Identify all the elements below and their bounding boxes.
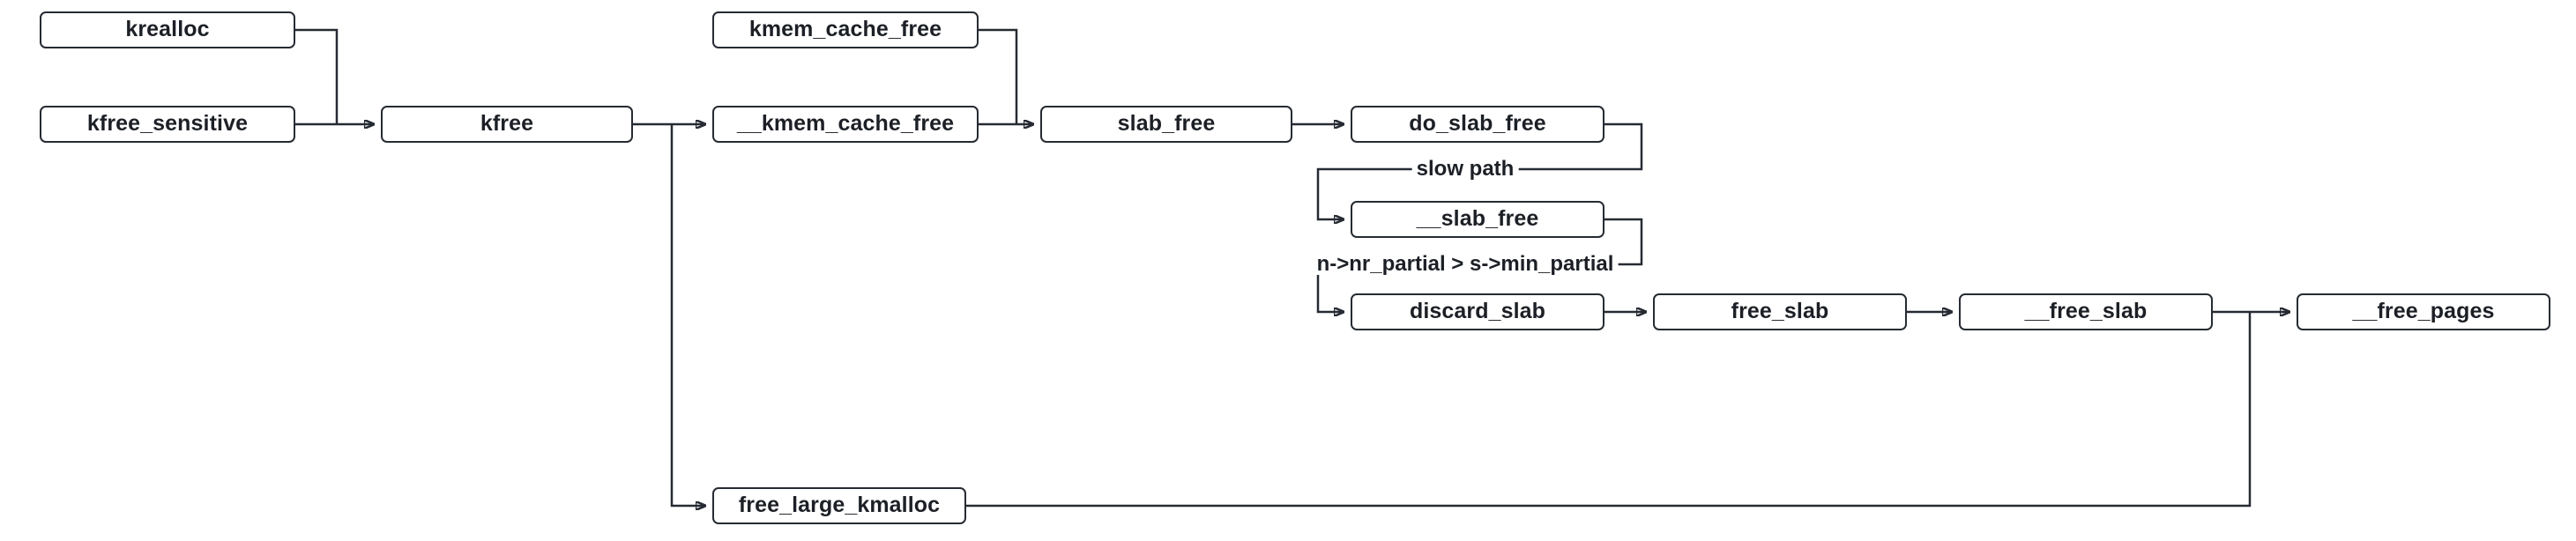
node-krealloc-label: krealloc	[125, 17, 210, 41]
node-free-slab[interactable]: free_slab	[1653, 293, 1907, 330]
edge-free-slab-internal-to-free-large-kmalloc	[966, 312, 2252, 508]
node-slab-free[interactable]: slab_free	[1040, 106, 1292, 143]
edge-kfree-to-free-large-kmalloc	[670, 124, 705, 506]
node-kfree-sensitive[interactable]: kfree_sensitive	[40, 106, 295, 143]
node-kfree[interactable]: kfree	[381, 106, 633, 143]
node-free-slab-label: free_slab	[1731, 299, 1829, 323]
node-free-large-kmalloc-label: free_large_kmalloc	[738, 493, 941, 517]
node-kmem-cache-free-label: kmem_cache_free	[748, 17, 942, 41]
node-discard-slab-label: discard_slab	[1409, 299, 1546, 323]
node-free-slab-internal-label: __free_slab	[2024, 299, 2148, 323]
node-free-slab-internal[interactable]: __free_slab	[1959, 293, 2213, 330]
edge-label-nr-partial-text: n->nr_partial > s->min_partial	[1316, 252, 1614, 276]
edge-krealloc-to-kfree	[295, 28, 339, 124]
node-kmem-cache-free[interactable]: kmem_cache_free	[712, 11, 979, 48]
node-kfree-label: kfree	[480, 111, 534, 136]
node-do-slab-free-label: do_slab_free	[1409, 111, 1546, 136]
node-kmem-cache-free-internal[interactable]: __kmem_cache_free	[712, 106, 979, 143]
node-free-pages-label: __free_pages	[2352, 299, 2495, 323]
node-free-pages[interactable]: __free_pages	[2297, 293, 2550, 330]
node-slab-free-internal[interactable]: __slab_free	[1351, 201, 1604, 238]
node-slab-free-internal-label: __slab_free	[1416, 206, 1539, 231]
node-free-large-kmalloc[interactable]: free_large_kmalloc	[712, 487, 966, 524]
node-kfree-sensitive-label: kfree_sensitive	[86, 111, 249, 136]
edge-label-slow-path-text: slow path	[1416, 157, 1515, 181]
node-slab-free-label: slab_free	[1117, 111, 1216, 136]
node-kmem-cache-free-internal-label: __kmem_cache_free	[736, 111, 955, 136]
node-discard-slab[interactable]: discard_slab	[1351, 293, 1604, 330]
edge-label-slow-path: slow path	[1411, 157, 1519, 181]
node-krealloc[interactable]: krealloc	[40, 11, 295, 48]
edge-label-nr-partial: n->nr_partial > s->min_partial	[1312, 252, 1619, 276]
edge-kmem-cache-free-to-slab-free	[979, 28, 1018, 124]
node-do-slab-free[interactable]: do_slab_free	[1351, 106, 1604, 143]
